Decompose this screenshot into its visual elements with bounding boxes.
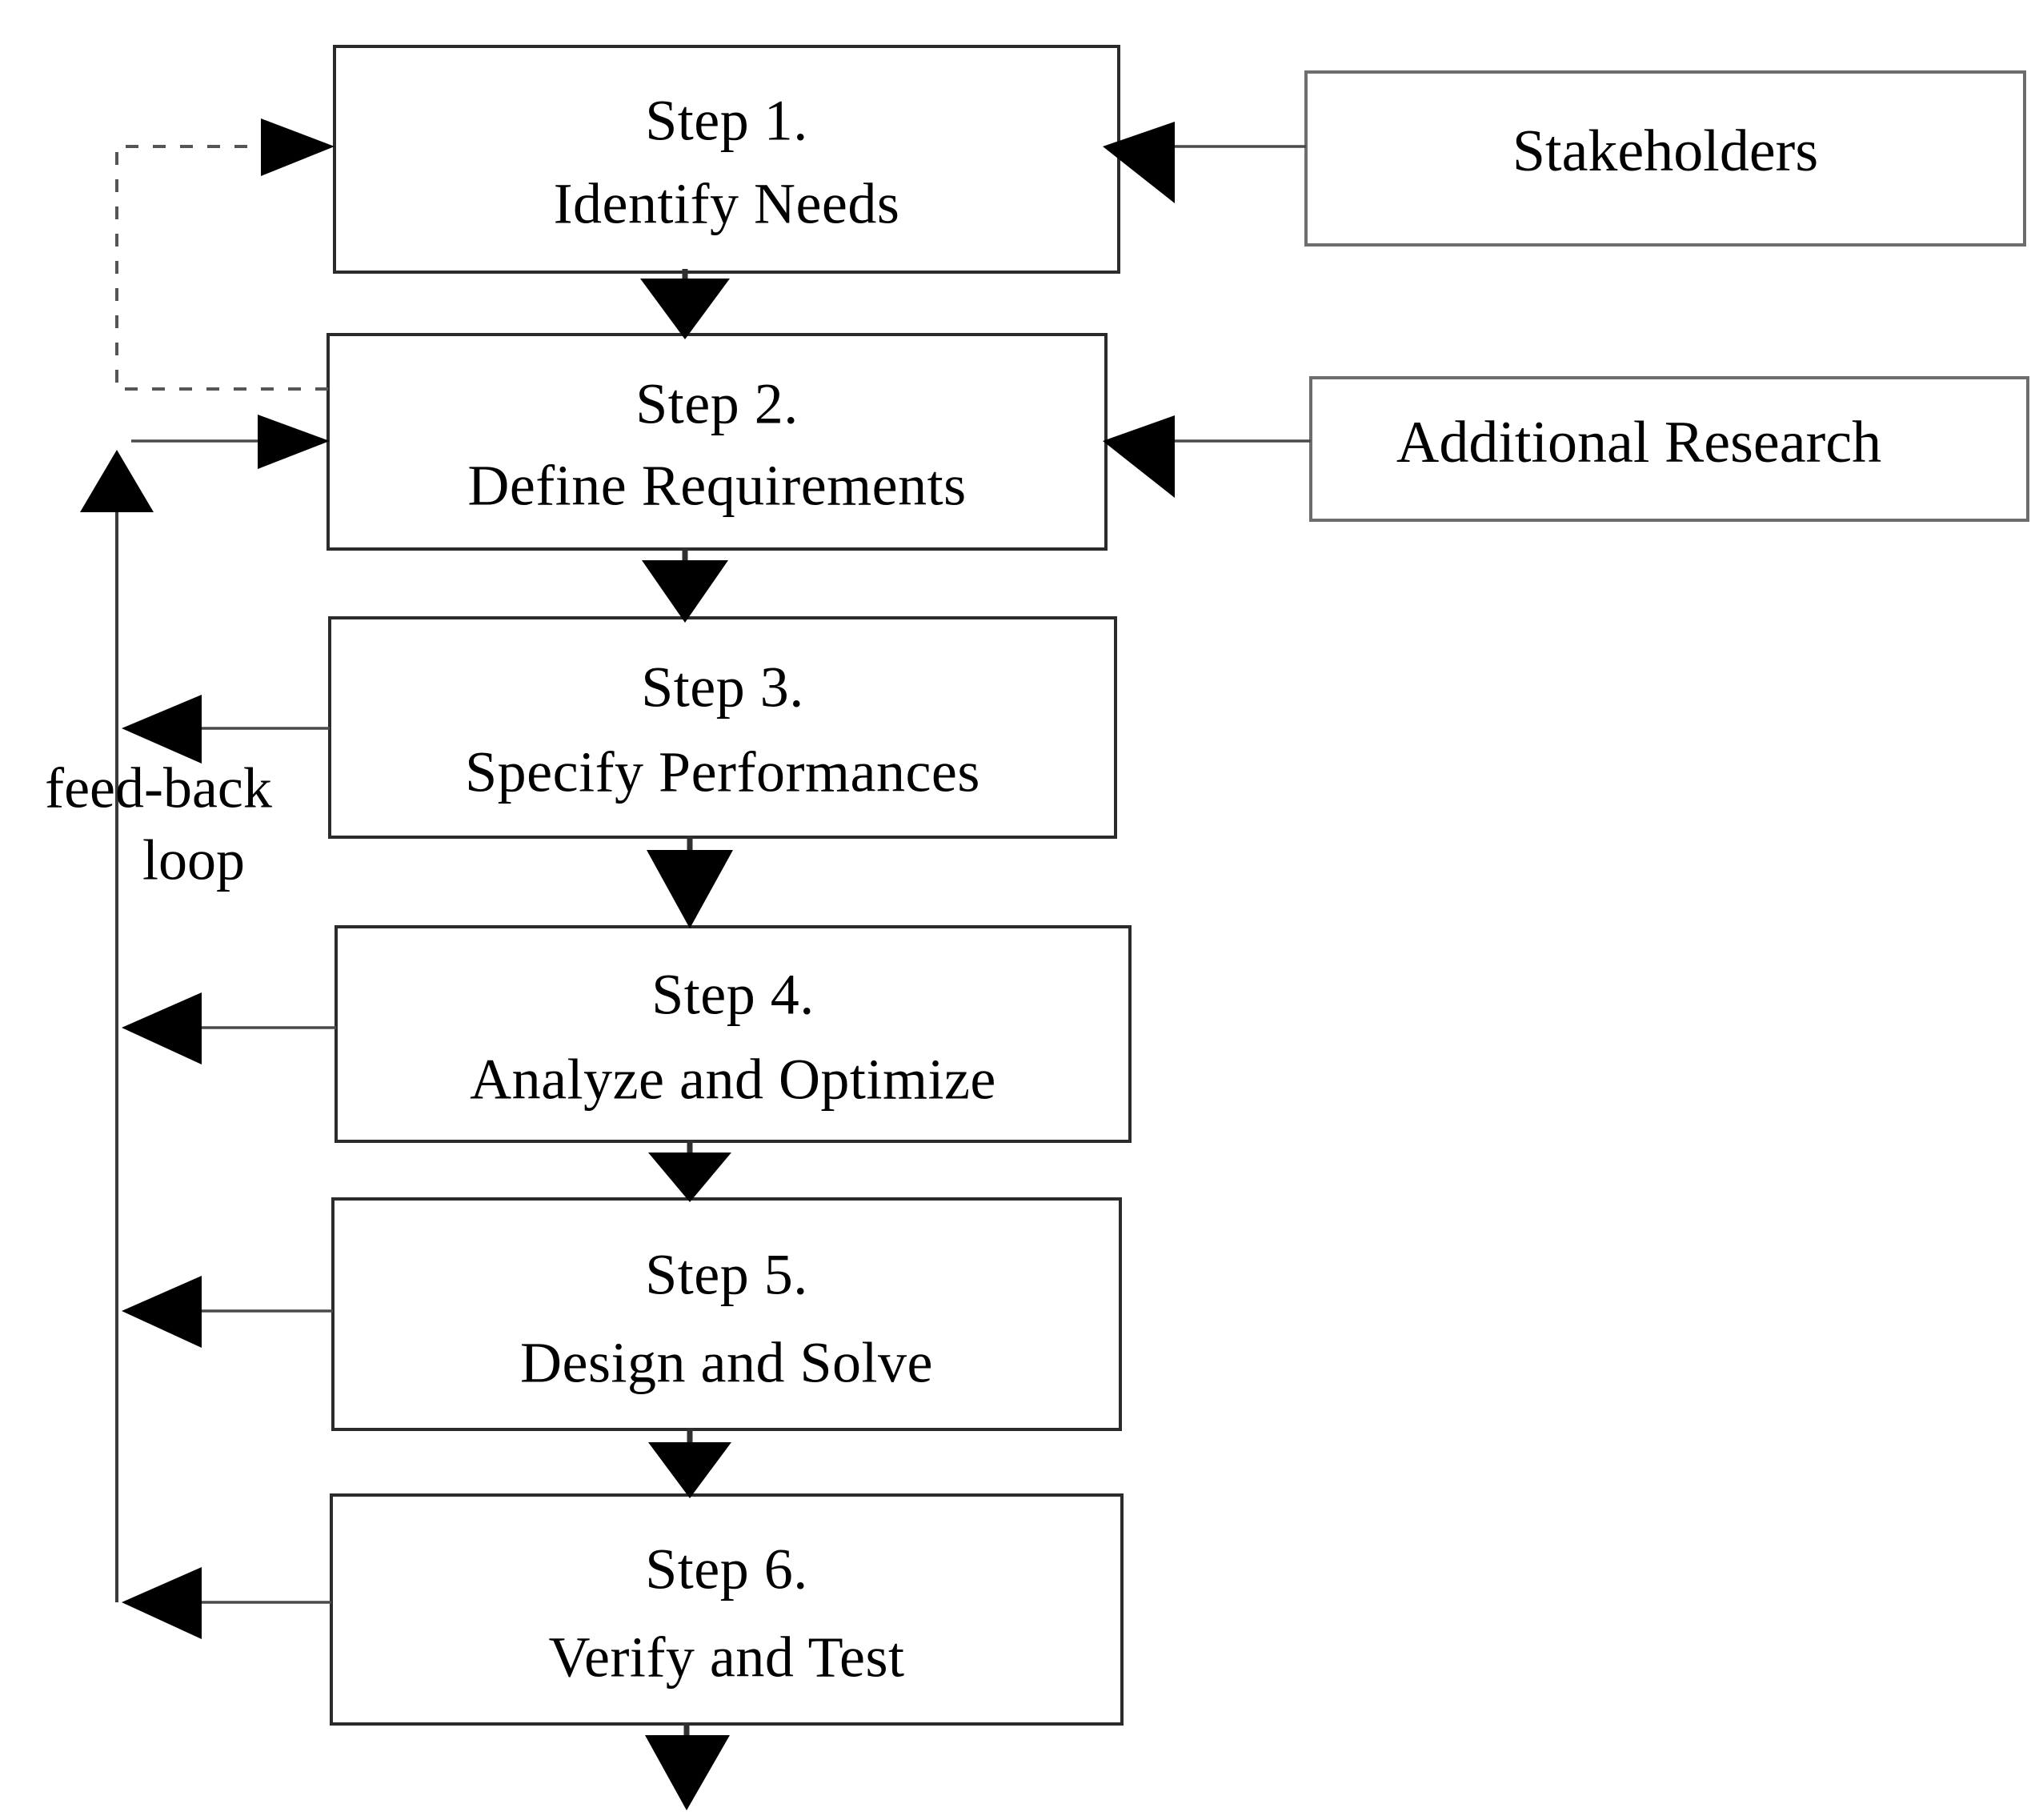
left-arrow-icon	[122, 695, 202, 764]
step5-name: Design and Solve	[520, 1331, 933, 1395]
right-arrow-icon	[258, 415, 330, 469]
left-arrow-icon	[122, 1276, 202, 1348]
down-arrow-icon	[642, 560, 728, 623]
step2-name: Define Requirements	[467, 454, 966, 518]
connector-step2-to-step3	[642, 547, 728, 623]
step3-number: Step 3.	[641, 655, 804, 720]
step2-number: Step 2.	[635, 372, 799, 436]
step6-number: Step 6.	[645, 1537, 808, 1602]
down-arrow-icon	[645, 1735, 730, 1810]
step5-number: Step 5.	[645, 1243, 808, 1307]
connector-step3-to-loop	[122, 695, 330, 764]
connector-step6-to-loop	[122, 1567, 331, 1639]
additional-research-label: Additional Research	[1396, 410, 1881, 475]
down-arrow-icon	[648, 1153, 731, 1202]
step-box-step3[interactable]: Step 3. Specify Performances	[328, 616, 1117, 839]
connector-step6-output	[645, 1722, 730, 1810]
step6-name: Verify and Test	[548, 1626, 904, 1690]
step-box-step2[interactable]: Step 2. Define Requirements	[326, 333, 1108, 551]
step2-rect[interactable]	[326, 333, 1108, 551]
step-box-step6[interactable]: Step 6. Verify and Test	[330, 1493, 1124, 1726]
feedback-loop-line1: feed-back	[45, 756, 272, 820]
connector-step1-to-step2	[640, 269, 730, 339]
input-box-additional-research[interactable]: Additional Research	[1309, 376, 2029, 522]
left-arrow-icon	[122, 1567, 202, 1639]
feedback-loop-line2: loop	[142, 828, 245, 892]
additional-research-rect[interactable]	[1309, 376, 2029, 522]
connector-step2-to-step1-feedback	[115, 118, 334, 391]
connector-step4-to-step5	[648, 1140, 731, 1202]
connector-step5-to-step6	[648, 1428, 731, 1498]
down-arrow-icon	[648, 1442, 731, 1498]
stakeholders-rect[interactable]	[1304, 70, 2026, 247]
left-arrow-icon	[1103, 122, 1175, 203]
up-arrow-icon	[80, 450, 154, 512]
step4-rect[interactable]	[334, 925, 1132, 1143]
down-arrow-icon	[640, 279, 730, 339]
step4-name: Analyze and Optimize	[470, 1048, 996, 1112]
connector-step4-to-loop	[122, 992, 336, 1064]
step3-name: Specify Performances	[465, 740, 980, 804]
step5-rect[interactable]	[331, 1197, 1122, 1431]
step1-rect[interactable]	[333, 45, 1120, 274]
stakeholders-label: Stakeholders	[1512, 118, 1818, 184]
input-box-stakeholders[interactable]: Stakeholders	[1304, 70, 2026, 247]
connector-stakeholders-to-step1	[1103, 122, 1306, 203]
step-box-step4[interactable]: Step 4. Analyze and Optimize	[334, 925, 1132, 1143]
left-arrow-icon	[122, 992, 202, 1064]
connector-step3-to-step4	[647, 836, 733, 928]
dashed-feedback-path	[115, 145, 328, 391]
step6-rect[interactable]	[330, 1493, 1124, 1726]
step-box-step1[interactable]: Step 1. Identify Needs	[333, 45, 1120, 274]
connector-research-to-step2	[1103, 415, 1311, 498]
step1-name: Identify Needs	[554, 172, 900, 236]
feedback-loop-spine	[80, 415, 330, 1602]
feedback-loop-label: feed-back loop	[45, 756, 272, 892]
connector-step5-to-loop	[122, 1276, 333, 1348]
step4-number: Step 4.	[651, 963, 815, 1027]
left-arrow-icon	[1103, 415, 1175, 498]
step3-rect[interactable]	[328, 616, 1117, 839]
step-box-step5[interactable]: Step 5. Design and Solve	[331, 1197, 1122, 1431]
down-arrow-icon	[647, 850, 733, 928]
right-arrow-icon	[261, 118, 334, 176]
step1-number: Step 1.	[645, 89, 808, 153]
